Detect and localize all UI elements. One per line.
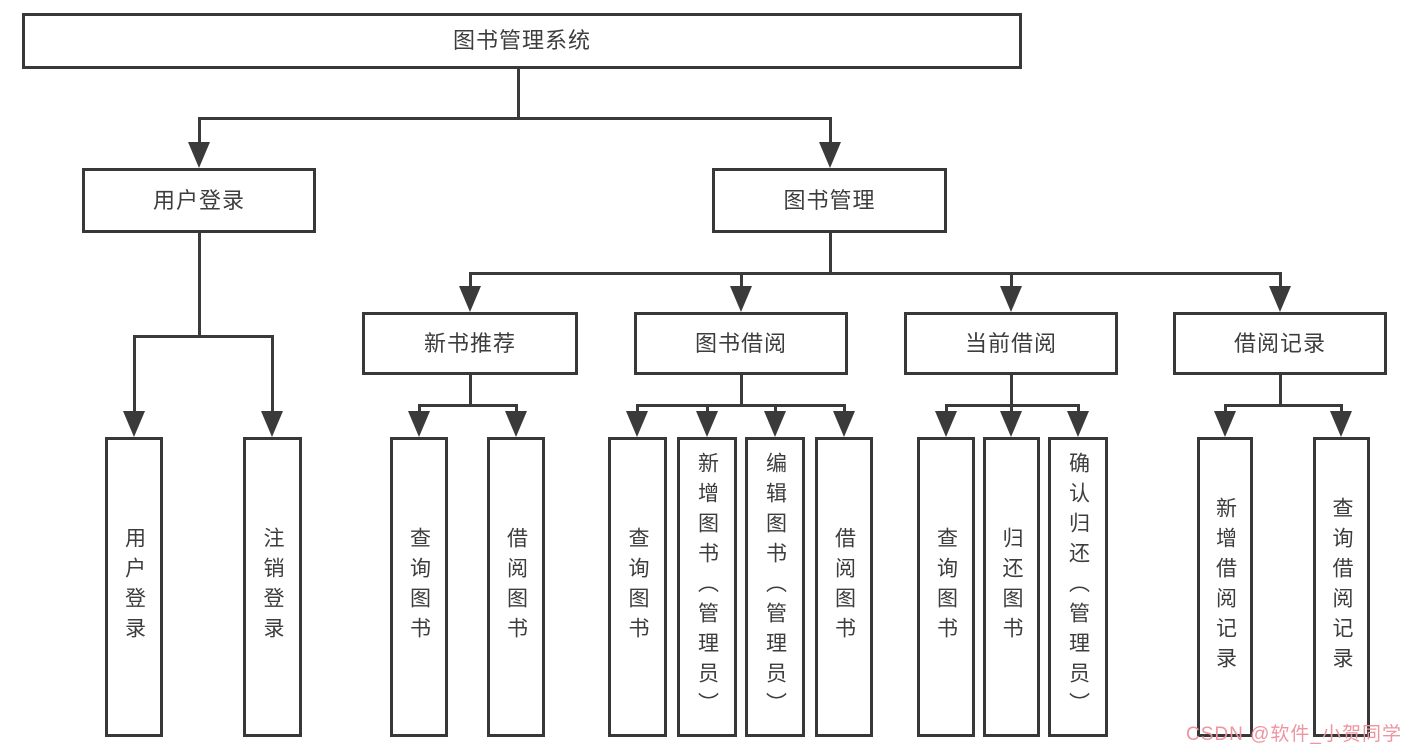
connector-stem (197, 233, 201, 336)
node-label: 新增借阅记录 (1213, 497, 1237, 677)
node-logout: 注销登录 (243, 437, 302, 737)
arrow-down-icon (123, 411, 145, 437)
arrow-down-icon (935, 411, 957, 437)
arrow-down-icon (261, 411, 283, 437)
arrow-down-icon (1269, 286, 1291, 312)
connector-arrow-shaft (270, 336, 274, 417)
connector-bar (197, 116, 832, 120)
csdn-watermark: CSDN @软件_小贺同学 (1186, 724, 1402, 745)
node-label: 查询借阅记录 (1330, 497, 1353, 677)
arrow-down-icon (1214, 411, 1236, 437)
arrow-down-icon (459, 286, 481, 312)
arrow-down-icon (764, 411, 786, 437)
node-label: 用户登录 (152, 187, 245, 213)
connector-bar (468, 271, 1282, 275)
node-nb-query: 查询图书 (390, 437, 448, 737)
arrow-down-icon (819, 142, 841, 168)
node-cb-query: 查询图书 (917, 437, 975, 737)
node-br-query: 查询借阅记录 (1313, 437, 1370, 737)
connector-stem (468, 375, 472, 405)
node-label: 编辑图书（管理员） (763, 452, 787, 722)
node-root: 图书管理系统 (22, 13, 1022, 69)
connector-stem (739, 375, 743, 405)
node-book-mgmt: 图书管理 (712, 168, 947, 233)
connector-arrow-shaft (739, 273, 743, 292)
node-user-login: 用户登录 (82, 168, 316, 233)
connector-arrow-shaft (468, 273, 472, 292)
node-label: 图书管理 (783, 187, 876, 213)
connector-bar (132, 334, 274, 338)
arrow-down-icon (1000, 411, 1022, 437)
node-label: 新书推荐 (423, 330, 516, 356)
connector-stem (1009, 375, 1013, 405)
node-label: 图书借阅 (694, 330, 787, 356)
arrow-down-icon (1330, 411, 1352, 437)
node-label: 归还图书 (1000, 527, 1023, 647)
connector-arrow-shaft (197, 118, 201, 148)
connector-arrow-shaft (828, 118, 832, 148)
arrow-down-icon (408, 411, 430, 437)
node-cb-confirm: 确认归还（管理员） (1048, 437, 1108, 737)
node-label: 图书管理系统 (452, 28, 591, 53)
arrow-down-icon (188, 142, 210, 168)
node-label: 借阅记录 (1233, 330, 1326, 356)
node-label: 确认归还（管理员） (1066, 452, 1090, 722)
connector-stem (1278, 375, 1282, 405)
node-current-borrow: 当前借阅 (904, 312, 1118, 375)
arrow-down-icon (626, 411, 648, 437)
node-cb-return: 归还图书 (983, 437, 1040, 737)
node-label: 当前借阅 (964, 330, 1057, 356)
connector-stem (516, 69, 520, 118)
arrow-down-icon (833, 411, 855, 437)
node-bb-edit: 编辑图书（管理员） (745, 437, 805, 737)
connector-arrow-shaft (1278, 273, 1282, 292)
node-br-add: 新增借阅记录 (1197, 437, 1253, 737)
connector-arrow-shaft (1009, 273, 1013, 292)
node-bb-borrow: 借阅图书 (815, 437, 873, 737)
arrow-down-icon (730, 286, 752, 312)
node-label: 查询图书 (626, 527, 649, 647)
node-label: 新增图书（管理员） (695, 452, 719, 722)
arrow-down-icon (696, 411, 718, 437)
connector-bar (1223, 403, 1343, 407)
node-label: 查询图书 (407, 527, 431, 647)
node-bb-add: 新增图书（管理员） (677, 437, 737, 737)
connector-arrow-shaft (132, 336, 136, 417)
node-borrow-record: 借阅记录 (1173, 312, 1387, 375)
node-login: 用户登录 (105, 437, 163, 737)
node-label: 借阅图书 (832, 527, 856, 647)
node-label: 查询图书 (934, 527, 958, 647)
arrow-down-icon (1067, 411, 1089, 437)
connector-bar (635, 403, 846, 407)
node-label: 用户登录 (122, 527, 146, 647)
node-label: 借阅图书 (504, 527, 528, 647)
arrow-down-icon (505, 411, 527, 437)
node-label: 注销登录 (261, 527, 284, 647)
node-bb-query: 查询图书 (608, 437, 667, 737)
connector-stem (828, 233, 832, 273)
node-book-borrow: 图书借阅 (634, 312, 848, 375)
arrow-down-icon (1000, 286, 1022, 312)
connector-bar (417, 403, 518, 407)
node-nb-borrow: 借阅图书 (487, 437, 545, 737)
node-new-book: 新书推荐 (362, 312, 578, 375)
